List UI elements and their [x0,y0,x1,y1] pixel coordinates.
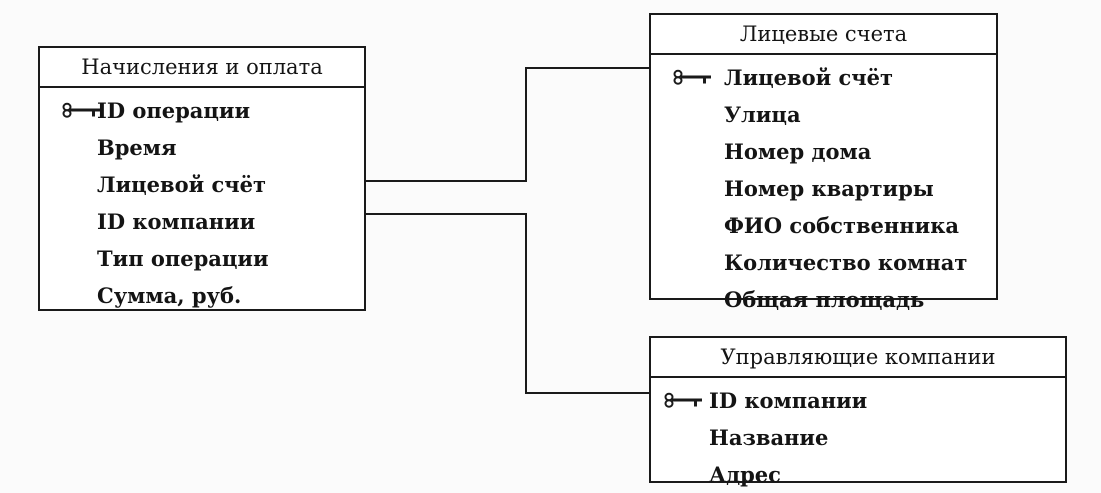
field-row: Количество комнат [651,244,996,281]
field-row: Лицевой счёт [40,166,364,203]
field-row: Общая площадь [651,281,996,318]
field-row: ID операции [40,92,364,129]
field-name: Лицевой счёт [724,65,894,90]
field-name: Общая площадь [724,287,925,312]
field-row: ФИО собственника [651,207,996,244]
field-name: ID компании [709,388,868,413]
field-name: ФИО собственника [724,213,960,238]
field-name: Время [97,135,177,160]
table-title: Управляющие компании [651,338,1065,378]
field-name: Тип операции [97,246,269,271]
relationship-lines [366,67,649,394]
primary-key-icon [62,102,100,118]
primary-key-icon [673,69,711,85]
field-row: Лицевой счёт [651,59,996,96]
relation-line-account [366,67,649,182]
field-row: ID компании [651,382,1065,419]
field-name: Номер квартиры [724,176,934,201]
field-name: ID операции [97,98,251,123]
relation-line-company [366,213,649,394]
field-name: Улица [724,102,801,127]
table-title: Начисления и оплата [40,48,364,88]
field-name: Номер дома [724,139,872,164]
field-row: Улица [651,96,996,133]
field-row: Время [40,129,364,166]
field-row: ID компании [40,203,364,240]
field-row: Номер квартиры [651,170,996,207]
field-name: ID компании [97,209,256,234]
field-name: Сумма, руб. [97,283,242,308]
field-name: Количество комнат [724,250,968,275]
field-row: Название [651,419,1065,456]
field-name: Название [709,425,829,450]
field-row: Адрес [651,456,1065,493]
primary-key-icon [664,392,702,408]
field-row: Тип операции [40,240,364,277]
field-name: Адрес [709,462,781,487]
field-name: Лицевой счёт [97,172,267,197]
table-title: Лицевые счета [651,15,996,55]
field-row: Сумма, руб. [40,277,364,314]
field-row: Номер дома [651,133,996,170]
